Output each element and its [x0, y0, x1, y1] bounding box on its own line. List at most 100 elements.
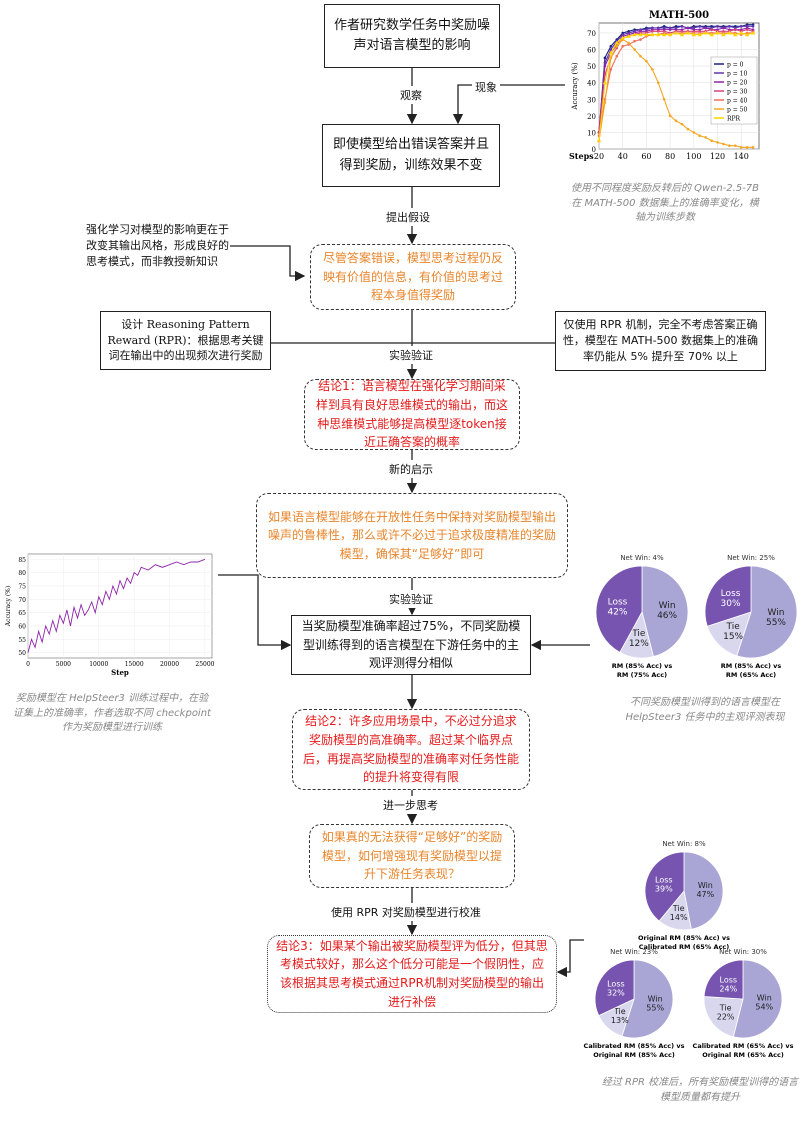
node-verify2-text: 当奖励模型准确率超过75%，不同奖励模型训练得到的语言模型在下游任务中的主观评测…: [301, 619, 521, 671]
data-point: [656, 81, 660, 84]
data-point: [668, 28, 672, 31]
legend-label: p = 10: [727, 71, 748, 78]
data-point: [745, 28, 749, 31]
data-point: [745, 146, 749, 149]
y-tick-label: 20: [587, 113, 596, 121]
y-tick-label: 65: [18, 610, 26, 617]
node-conclusion3: 结论3：如果某个输出被奖励模型评为低分，但其思考模式较好，那么这个低分可能是一个…: [267, 935, 557, 1013]
data-point: [733, 144, 737, 147]
y-tick-label: 10: [587, 129, 596, 137]
series-line: [27, 558, 206, 653]
y-tick-label: 50: [587, 63, 596, 71]
data-point: [633, 39, 636, 43]
data-point: [667, 32, 673, 37]
data-point: [674, 119, 678, 123]
node-question-text: 如果真的无法获得“足够好”的奖励模型，如何增强现有奖励模型以提升下游任务表现？: [321, 830, 503, 882]
x-tick-label: 100: [686, 152, 701, 161]
data-point: [710, 139, 713, 143]
data-point: [710, 28, 713, 31]
node-start: 作者研究数学任务中奖励噪声对语言模型的影响: [324, 4, 500, 68]
data-point: [615, 44, 619, 48]
data-point: [698, 134, 702, 138]
box-rpr-result-text: 仅使用 RPR 机制，完全不考虑答案正确性，模型在 MATH-500 数据集上的…: [562, 318, 759, 363]
data-point: [626, 34, 631, 38]
data-point: [609, 68, 613, 71]
data-point: [679, 32, 685, 37]
data-point: [680, 25, 684, 28]
box-rpr-design-text: 设计 Reasoning Pattern Reward (RPR)：根据思考关键…: [107, 317, 264, 363]
data-point: [661, 32, 667, 37]
node-question: 如果真的无法获得“足够好”的奖励模型，如何增强现有奖励模型以提升下游任务表现？: [309, 824, 515, 888]
data-point: [651, 68, 654, 71]
data-point: [673, 30, 679, 35]
y-axis-label: Accuracy (%): [571, 62, 579, 110]
x-tick-label: 20000: [160, 661, 179, 668]
edge-label-propose: 提出假设: [383, 208, 433, 226]
data-point: [704, 136, 707, 139]
data-point: [621, 44, 625, 48]
y-tick-label: 30: [587, 96, 596, 104]
x-tick-label: 15000: [125, 661, 144, 668]
node-conclusion2: 结论2：许多应用场景中，不必过分追求奖励模型的高准确率。超过某个临界点后，再提高…: [292, 709, 530, 790]
data-point: [668, 114, 672, 118]
plot-area: [27, 553, 213, 659]
node-observation-text: 即使模型给出错误答案并且得到奖励，训练效果不变: [332, 137, 489, 173]
node-start-text: 作者研究数学任务中奖励噪声对语言模型的影响: [333, 17, 490, 53]
x-tick-label: 20: [594, 152, 604, 161]
data-point: [603, 101, 607, 104]
data-point: [728, 144, 731, 147]
y-tick-label: 75: [18, 584, 26, 591]
legend-label: p = 30: [727, 89, 748, 96]
data-point: [686, 26, 690, 30]
legend-label: RPR: [727, 116, 741, 123]
y-tick-label: 60: [587, 47, 596, 55]
data-point: [722, 142, 725, 146]
data-point: [662, 97, 666, 101]
data-point: [739, 30, 744, 35]
edge-label-calibrate: 使用 RPR 对奖励模型进行校准: [328, 903, 484, 921]
data-point: [656, 32, 661, 37]
box-rpr-design: 设计 Reasoning Pattern Reward (RPR)：根据思考关键…: [100, 311, 271, 370]
y-tick-label: 70: [587, 30, 596, 38]
x-tick-label: 120: [710, 152, 725, 161]
x-tick-label: 80: [665, 152, 675, 161]
data-point: [691, 32, 697, 37]
y-tick-label: 40: [587, 80, 596, 88]
chart-title: MATH-500: [649, 10, 709, 21]
data-point: [685, 30, 691, 35]
arrow-phenomenon: [452, 84, 565, 125]
edge-label-new-insight: 新的启示: [386, 460, 436, 478]
data-point: [651, 29, 654, 33]
legend-label: p = 0: [727, 62, 744, 69]
data-point: [709, 32, 714, 37]
note-rl: 强化学习对模型的影响更在于改变其输出风格，形成良好的思考模式，而非教授新知识: [86, 223, 229, 268]
x-tick-label: 60: [641, 152, 651, 161]
data-point: [608, 50, 614, 55]
data-point: [733, 32, 738, 37]
data-point: [751, 25, 755, 28]
data-point: [614, 40, 619, 45]
data-point: [603, 56, 607, 60]
node-hypothesis-text: 尽管答案错误，模型思考过程仍反映有价值的信息，有价值的思考过程本身值得奖励: [322, 251, 503, 303]
y-tick-label: 50: [18, 650, 26, 657]
node-conclusion3-text: 结论3：如果某个输出被奖励模型评为低分，但其思考模式较好，那么这个低分可能是一个…: [276, 938, 548, 1009]
arrow-rl-note: [230, 245, 306, 282]
y-tick-label: 85: [18, 557, 26, 564]
data-point: [739, 146, 743, 149]
data-point: [703, 30, 708, 35]
data-point: [692, 131, 696, 134]
legend-label: p = 20: [727, 80, 748, 87]
edge-label-experiment1: 实验验证: [386, 346, 436, 364]
x-axis-label: Steps: [569, 151, 594, 161]
x-tick-label: 25000: [195, 661, 214, 668]
y-tick-label: 60: [18, 624, 26, 631]
data-point: [697, 32, 702, 37]
caption-helpsteer: 奖励模型在 HelpSteer3 训练过程中，在验证集上的准确率，作者选取不同 …: [13, 693, 211, 733]
data-point: [686, 127, 690, 131]
x-axis-label: Step: [111, 668, 129, 677]
data-point: [632, 32, 637, 37]
edge-label-experiment2: 实验验证: [386, 590, 436, 608]
data-point: [638, 32, 643, 37]
